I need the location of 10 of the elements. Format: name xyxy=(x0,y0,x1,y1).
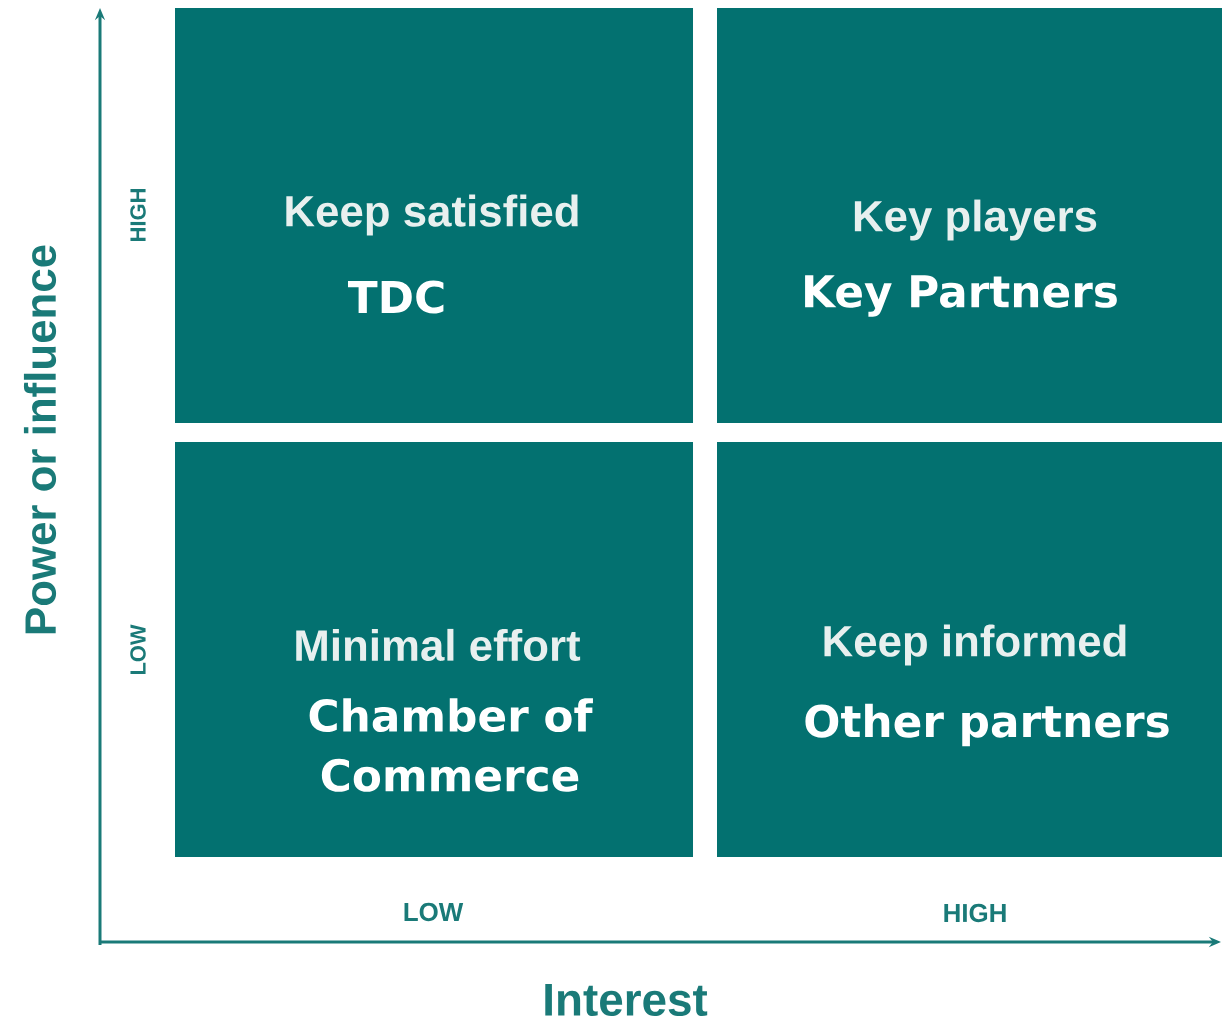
axis-tick-label: LOW xyxy=(130,624,146,675)
quadrant-box: Minimal effort Chamber of Commerce xyxy=(175,442,693,857)
quadrant-box: Keep satisfied TDC xyxy=(175,8,693,423)
quadrant-box: Keep informed Other partners xyxy=(717,442,1222,857)
axis-tick-label: HIGH xyxy=(944,903,1006,923)
quadrant-box: Key players Key Partners xyxy=(717,8,1222,423)
axis-tick-label: HIGH xyxy=(130,189,146,241)
axis-title: Interest xyxy=(545,984,708,1016)
axis-title: Power or influence xyxy=(23,245,57,634)
axis-tick-label: LOW xyxy=(404,902,464,922)
